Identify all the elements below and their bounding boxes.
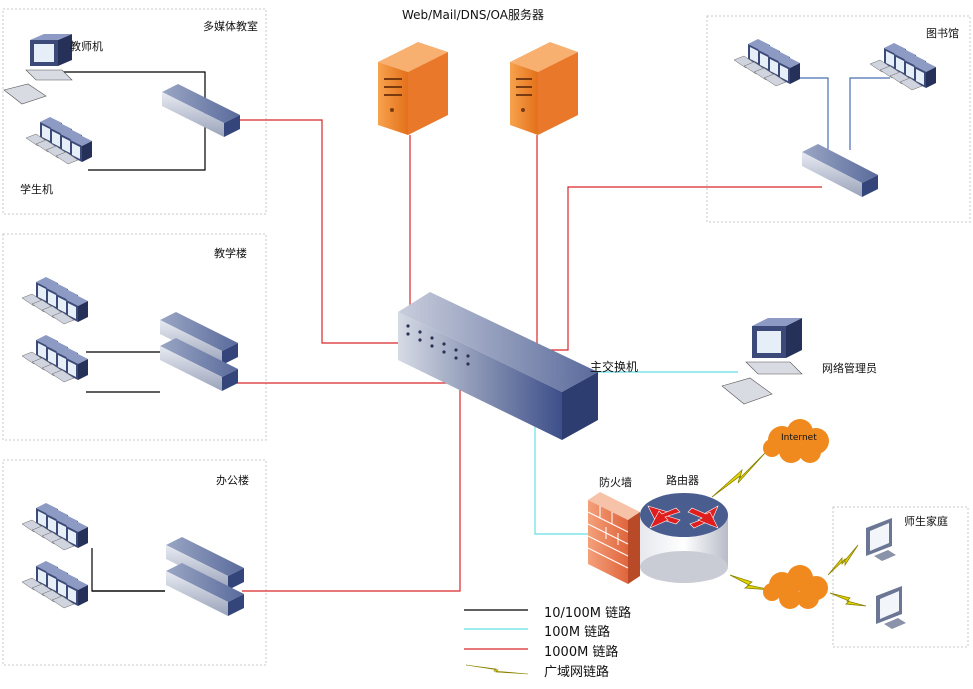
switch-multimedia	[162, 84, 240, 137]
multimedia-room-label: 多媒体教室	[203, 20, 258, 33]
library-label: 图书馆	[926, 27, 959, 40]
legend-label-wan: 广域网链路	[544, 665, 610, 680]
network-admin-label: 网络管理员	[822, 362, 877, 375]
legend-label-10-100: 10/100M 链路	[544, 606, 632, 621]
pc-icon	[51, 579, 88, 609]
switch-office-2	[166, 563, 244, 616]
office-building-box	[2, 459, 267, 666]
pc-icon	[899, 61, 936, 91]
main-switch	[398, 292, 598, 440]
legend-label-1000: 1000M 链路	[544, 645, 619, 660]
router-label: 路由器	[666, 474, 699, 487]
wan-router-internet	[711, 451, 767, 498]
switch-teaching-2	[160, 338, 238, 391]
internet-label: Internet	[781, 433, 817, 443]
teacher-pc-icon	[3, 34, 73, 105]
pc-icon	[51, 295, 88, 325]
pc-icon	[51, 521, 88, 551]
multimedia-room-box	[2, 8, 267, 215]
server-2	[510, 42, 578, 135]
servers-label: Web/Mail/DNS/OA服务器	[402, 8, 544, 22]
home-box	[832, 506, 969, 648]
teacher-pc-label: 教师机	[70, 40, 103, 53]
home-monitor-2	[876, 586, 906, 629]
teaching-building-label: 教学楼	[214, 247, 247, 260]
pc-clusters	[21, 39, 936, 609]
pc-icon	[55, 135, 92, 165]
pc-icon	[763, 57, 800, 87]
switch-library	[802, 144, 878, 197]
wan-links	[711, 451, 867, 607]
teaching-building-box	[2, 233, 267, 441]
admin-pc-icon	[721, 318, 803, 405]
wan-cloud-home1	[827, 544, 859, 576]
wan-cloud-home2	[829, 592, 867, 607]
pc-icon	[51, 353, 88, 383]
home-monitor-1	[866, 518, 896, 561]
firewall-icon	[587, 492, 640, 584]
links	[58, 71, 890, 592]
area-boxes	[2, 8, 971, 666]
link-lib-pcs2	[849, 77, 890, 150]
legend-label-100: 100M 链路	[544, 625, 611, 640]
internet-cloud	[763, 419, 829, 463]
home-label: 师生家庭	[904, 515, 948, 528]
link-multimedia-main	[238, 119, 400, 344]
firewall-label: 防火墙	[599, 476, 632, 489]
link-main-firewall	[534, 425, 590, 535]
library-box	[706, 15, 971, 223]
wan-cloud	[763, 565, 828, 609]
link-lib-pcs1	[790, 77, 829, 150]
server-1	[378, 42, 448, 135]
legend-wan-symbol	[465, 664, 529, 675]
link-ob-pcs1	[91, 548, 165, 592]
student-pc-label: 学生机	[20, 183, 53, 196]
link-library-main	[540, 186, 822, 351]
router-icon	[640, 493, 728, 583]
office-building-label: 办公楼	[216, 474, 249, 487]
link-office-main	[242, 383, 461, 592]
main-switch-label: 主交换机	[590, 360, 639, 374]
legend	[464, 609, 529, 675]
